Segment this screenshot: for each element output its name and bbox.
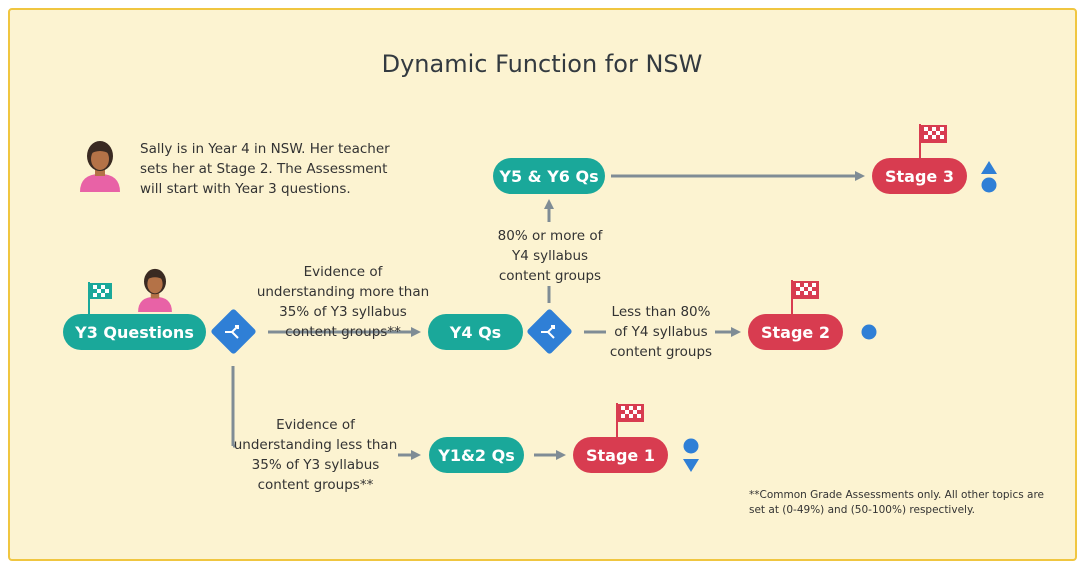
edge-y3-to-y12	[231, 366, 236, 448]
edge-label-y3-to-y12: Evidence of understanding less than 35% …	[233, 417, 398, 493]
node-y1-2-qs: Y1&2 Qs	[429, 437, 524, 473]
finish-flag-icon	[919, 124, 947, 158]
node-y3-questions: Y3 Questions	[63, 314, 206, 350]
student-avatar-icon	[80, 141, 120, 192]
node-y5-y6-qs: Y5 & Y6 Qs	[493, 158, 605, 194]
start-flag-icon	[88, 282, 112, 314]
dot-down-triangle-icon	[683, 438, 699, 472]
up-triangle-dot-icon	[981, 161, 997, 193]
edge-label-y3-to-y4: Evidence of understanding more than 35% …	[256, 264, 430, 340]
diagram-panel	[8, 8, 1077, 561]
dot-icon	[861, 324, 877, 340]
diagram-title: Dynamic Function for NSW	[381, 50, 703, 78]
intro-text: Sally is in Year 4 in NSW. Her teacher s…	[140, 141, 390, 197]
edge-label-y4-to-y56: 80% or more of Y4 syllabus content group…	[497, 228, 603, 284]
node-stage-1: Stage 1	[573, 437, 668, 473]
finish-flag-icon	[791, 280, 819, 314]
node-stage-2: Stage 2	[748, 314, 843, 350]
student-avatar-icon	[138, 268, 172, 312]
branch-icon	[225, 325, 239, 339]
branch-icon	[541, 325, 555, 339]
edge-label-y4-to-stage2: Less than 80% of Y4 syllabus content gro…	[609, 304, 713, 360]
finish-flag-icon	[616, 403, 644, 437]
footnote: **Common Grade Assessments only. All oth…	[749, 489, 1045, 516]
node-y4-qs: Y4 Qs	[428, 314, 523, 350]
node-stage-3: Stage 3	[872, 158, 967, 194]
